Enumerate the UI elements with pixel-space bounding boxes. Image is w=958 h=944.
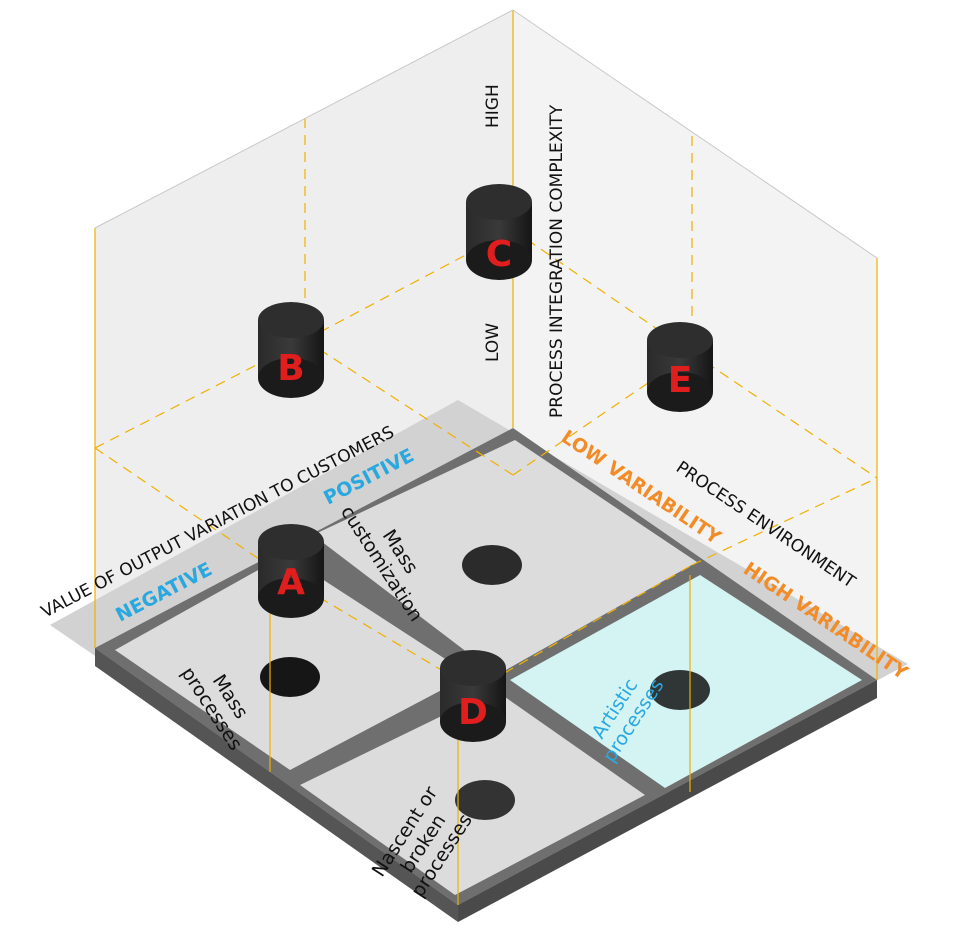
hole-mass-processes xyxy=(260,657,320,697)
axis-vertical-low: LOW xyxy=(483,323,503,362)
floor-frame-side xyxy=(95,648,458,922)
wall-wires xyxy=(94,9,878,259)
cylinder-c-label: C xyxy=(486,234,512,275)
cylinder-a-label: A xyxy=(277,562,305,603)
cylinder-c: C xyxy=(466,184,532,280)
cylinder-e: E xyxy=(647,322,713,412)
hole-artistic xyxy=(650,670,710,710)
cylinder-d-label: D xyxy=(458,692,488,733)
cylinder-e-label: E xyxy=(668,360,693,401)
hole-mass-customization xyxy=(462,545,522,585)
cylinder-b-label: B xyxy=(277,348,304,389)
cylinder-a: A xyxy=(258,524,324,618)
cylinder-d: D xyxy=(440,650,506,742)
hole-nascent xyxy=(455,780,515,820)
floor-frame-side-right xyxy=(458,680,877,922)
axis-vertical-title: PROCESS INTEGRATION COMPLEXITY xyxy=(547,104,567,418)
axis-vertical-high: HIGH xyxy=(483,84,503,128)
cylinder-b: B xyxy=(258,302,324,398)
